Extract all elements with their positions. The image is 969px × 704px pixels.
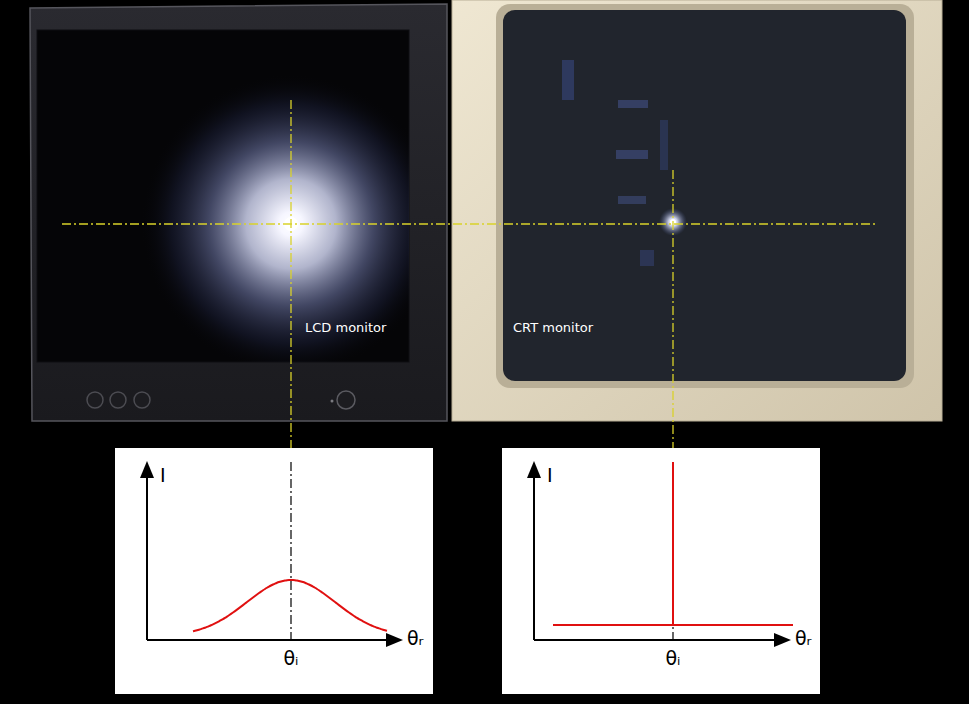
monitor-label: LCD monitor (305, 321, 386, 336)
intensity-curve (193, 462, 793, 631)
axis-label: θᵢ (665, 648, 680, 670)
chart-panel (115, 448, 820, 694)
lcd-monitor (30, 4, 447, 421)
arrowhead (140, 461, 791, 647)
gaussian-curve (193, 580, 387, 631)
monitor-label: CRT monitor (513, 321, 593, 336)
axis-label: I (547, 465, 553, 487)
center-line (291, 462, 673, 640)
axis-label: θᵢ (283, 648, 298, 670)
guide-line (62, 100, 876, 448)
axis (147, 474, 778, 640)
axis-label: θᵣ (795, 628, 812, 650)
axis-label: I (160, 465, 166, 487)
crt-monitor (452, 0, 942, 421)
axis-label: θᵣ (407, 628, 424, 650)
